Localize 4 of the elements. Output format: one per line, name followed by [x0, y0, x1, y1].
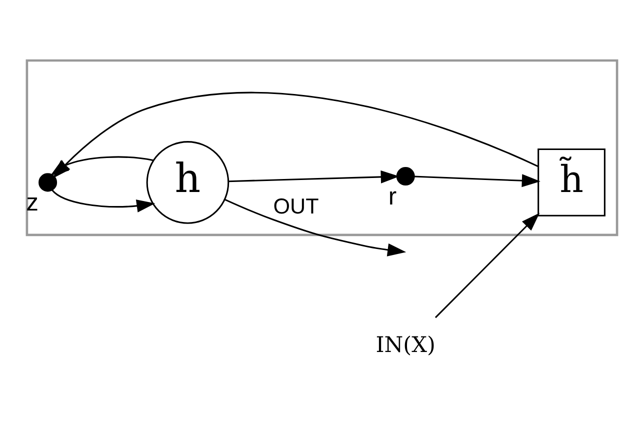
- node-label: z: [26, 189, 39, 216]
- edge-label: OUT: [273, 193, 319, 218]
- node-text: IN(X): [376, 332, 436, 358]
- node-label: r: [388, 183, 397, 210]
